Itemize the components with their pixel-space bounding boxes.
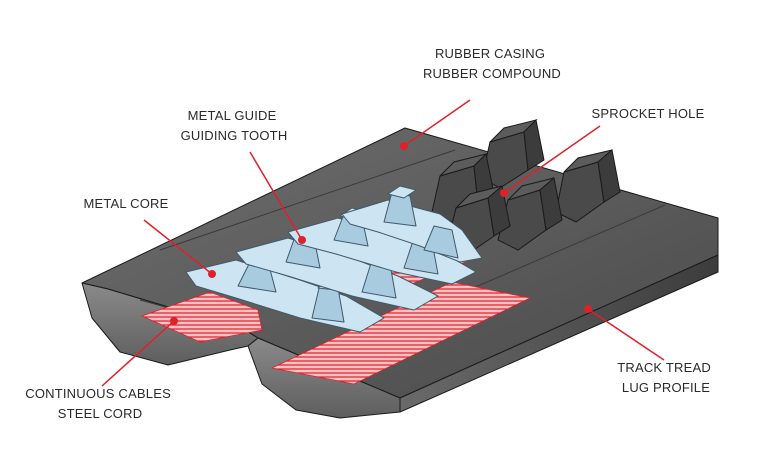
leader-lines xyxy=(101,99,665,387)
leader-metal-guide xyxy=(249,151,303,241)
metal-core-4 xyxy=(341,185,483,263)
steel-cord-left-patch xyxy=(140,291,263,343)
leader-metal-core xyxy=(143,219,213,275)
metal-cores xyxy=(185,185,483,333)
leader-dot-metal-core xyxy=(208,270,216,278)
leader-track-tread xyxy=(587,308,665,361)
leader-rubber-casing xyxy=(403,99,471,147)
leader-dot-sprocket-hole xyxy=(500,189,508,197)
leader-dot-track-tread xyxy=(584,305,592,313)
label-sprocket-hole: SPROCKET HOLE xyxy=(592,106,705,121)
leader-dot-metal-guide xyxy=(298,236,306,244)
leader-dot-continuous-cables xyxy=(170,317,178,325)
labels: RUBBER CASING RUBBER COMPOUND METAL GUID… xyxy=(25,46,715,421)
label-rubber-casing: RUBBER CASING RUBBER COMPOUND xyxy=(423,46,561,81)
steel-cord-right-patch xyxy=(270,281,532,385)
leader-sprocket-hole xyxy=(503,125,601,194)
label-continuous-cables: CONTINUOUS CABLES STEEL CORD xyxy=(25,386,175,421)
metal-core-1 xyxy=(185,251,385,333)
leader-dot-rubber-casing xyxy=(400,142,408,150)
label-metal-guide: METAL GUIDE GUIDING TOOTH xyxy=(181,108,288,143)
tread-groove-1 xyxy=(159,149,456,251)
drive-lugs xyxy=(431,118,621,255)
label-metal-core: METAL CORE xyxy=(83,196,168,211)
label-track-tread: TRACK TREAD LUG PROFILE xyxy=(617,360,715,395)
leader-continuous-cables xyxy=(101,320,175,387)
